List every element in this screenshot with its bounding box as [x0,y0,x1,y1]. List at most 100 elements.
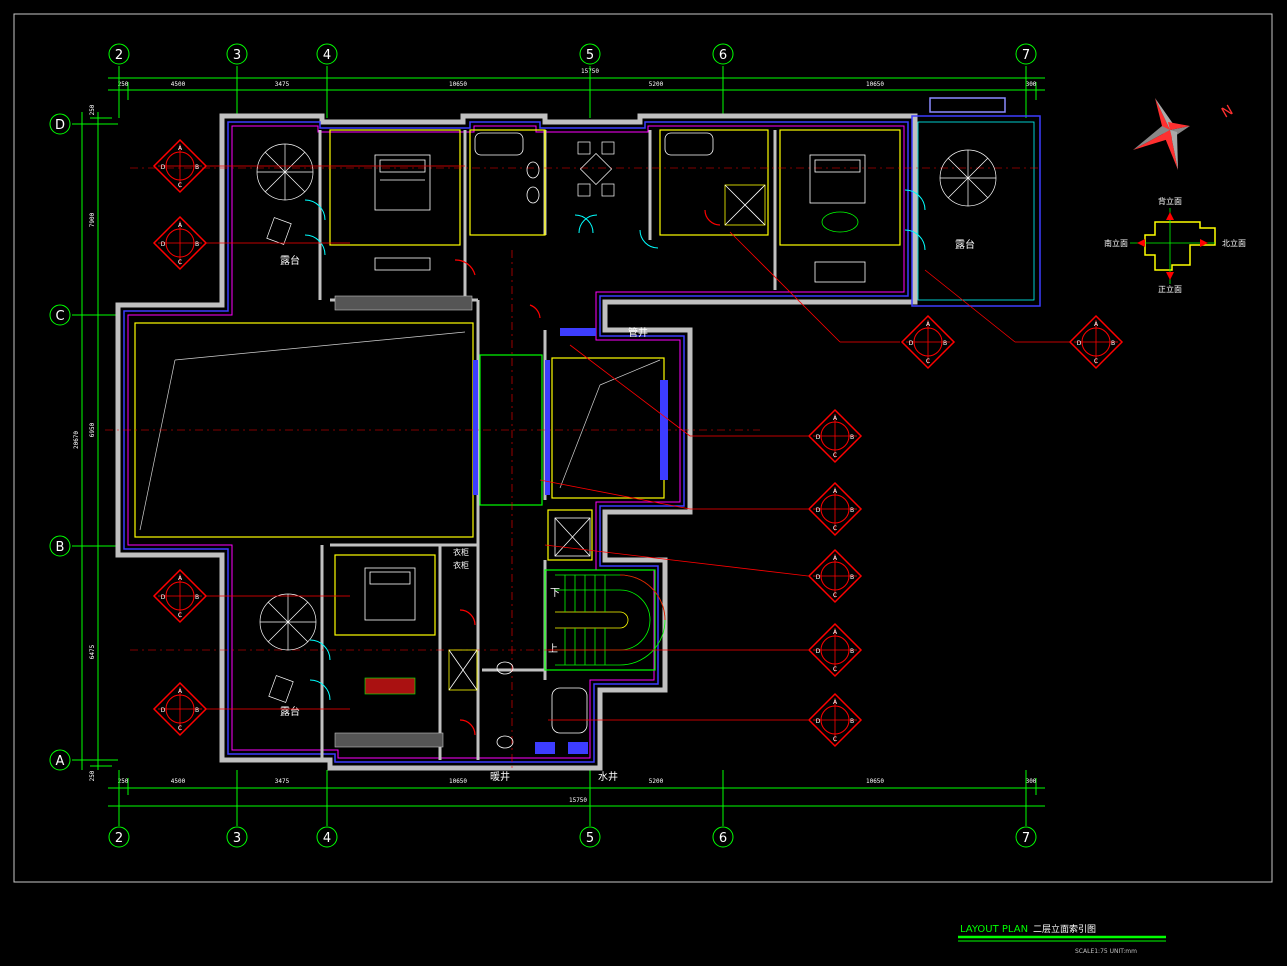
grid-bubble-2-bottom: 2 [108,826,130,848]
svg-text:D: D [161,164,166,171]
svg-text:A: A [178,688,183,695]
dim-bottom-overall: 15750 [569,797,587,804]
svg-text:D: D [816,507,821,514]
dim-bottom-seg: 3475 [275,778,290,785]
dim-bottom-seg: 10650 [449,778,467,785]
svg-text:7: 7 [1022,831,1030,846]
label-stair-up: 上 [548,643,558,655]
grid-bubble-5-bottom: 5 [579,826,601,848]
svg-text:C: C [1094,358,1098,365]
svg-text:B: B [1111,340,1115,347]
dim-top-seg: 5200 [649,81,664,88]
terrace-furniture [256,141,997,703]
grid-bubbles-left: D C B A [49,113,71,771]
key-plan-north-label: 背立面 [1158,196,1182,206]
index-symbol: A C D B [1068,314,1124,370]
dim-left-overall: 20670 [73,431,80,449]
svg-text:A: A [833,699,838,706]
svg-text:A: A [178,575,183,582]
svg-text:B: B [943,340,947,347]
dim-bottom-seg: 300 [1026,778,1037,785]
label-terrace-nw: 露台 [280,254,300,267]
dim-left-seg: 7900 [89,212,96,227]
grid-bubbles-top: 2 3 4 5 6 7 [108,43,1037,65]
dim-bottom-seg: 5200 [649,778,664,785]
elevator-shaft [448,184,766,691]
grid-bubble-A: A [49,749,71,771]
label-shaft-bottom-left: 暖井 [490,770,510,783]
index-symbol: A C D B [152,138,208,194]
svg-text:A: A [1094,321,1099,328]
svg-text:B: B [850,574,854,581]
key-plan-west-label: 南立面 [1104,238,1128,248]
title-block: LAYOUT PLAN 二层立面索引图 SCALE1:75 UNIT:mm [958,923,1166,955]
svg-text:A: A [833,629,838,636]
counters [334,257,866,754]
grid-bubble-B: B [49,535,71,557]
svg-text:D: D [816,718,821,725]
svg-text:C: C [178,612,182,619]
dim-left-seg: 250 [89,770,96,781]
svg-text:B: B [195,594,199,601]
dim-top-seg: 250 [118,81,129,88]
dim-top-seg: 3475 [275,81,290,88]
svg-text:D: D [816,648,821,655]
stair [555,574,666,666]
key-plan-south-label: 正立面 [1158,284,1182,294]
svg-text:B: B [850,507,854,514]
grid-bubble-2-top: 2 [108,43,130,65]
label-shaft-right: 管井 [628,326,648,339]
svg-text:B: B [195,164,199,171]
svg-text:7: 7 [1022,48,1030,63]
svg-text:A: A [926,321,931,328]
svg-text:D: D [1077,340,1082,347]
svg-text:D: D [161,241,166,248]
svg-text:A: A [833,415,838,422]
room-labels: 露台 露台 露台 管井 暖井 水井 下 上 衣柜 衣柜 [280,238,975,783]
svg-text:6: 6 [719,48,727,63]
label-terrace-ne: 露台 [955,238,975,251]
svg-text:C: C [833,592,837,599]
label-closet-a: 衣柜 [453,547,469,557]
grid-bubbles-bottom: 2 3 4 5 6 7 [108,826,1037,848]
svg-text:4: 4 [323,48,331,63]
svg-text:C: C [178,725,182,732]
svg-text:B: B [56,540,65,555]
grid-bubble-6-bottom: 6 [712,826,734,848]
svg-text:D: D [816,574,821,581]
svg-text:2: 2 [115,831,123,846]
grid-axis-lines [72,66,1027,826]
svg-text:C: C [926,358,930,365]
center-dash-lines [105,167,1040,770]
bottom-dimension-text: 250 4500 3475 10650 5200 10650 300 15750 [118,778,1037,804]
left-dimension-text: 20670 250 7900 6950 6475 250 [73,104,96,781]
grid-bubble-3-top: 3 [226,43,248,65]
dim-top-seg: 10650 [449,81,467,88]
terrace-railings [911,97,1041,307]
svg-text:C: C [833,452,837,459]
svg-text:A: A [56,754,65,769]
building-outline [115,113,918,771]
grid-bubble-5-top: 5 [579,43,601,65]
svg-text:3: 3 [233,831,241,846]
dim-left-seg: 250 [89,104,96,115]
dim-top-seg: 4500 [171,81,186,88]
title-en: LAYOUT PLAN [960,924,1028,935]
svg-text:C: C [178,182,182,189]
index-leader-lines [205,165,1070,721]
svg-text:A: A [178,145,183,152]
svg-text:D: D [816,434,821,441]
corridor-columns [473,360,668,495]
label-shaft-bottom-right: 水井 [598,770,618,783]
svg-text:4: 4 [323,831,331,846]
grid-bubble-4-top: 4 [316,43,338,65]
